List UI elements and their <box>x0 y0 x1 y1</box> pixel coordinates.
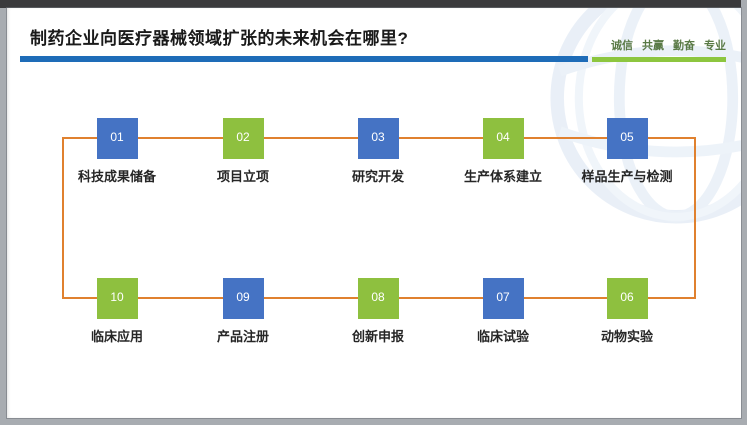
step-number: 06 <box>620 290 634 304</box>
step-number: 05 <box>620 130 634 144</box>
step-number-box: 08 <box>357 278 399 319</box>
step-label: 研究开发 <box>351 169 404 184</box>
step-number: 07 <box>496 290 510 304</box>
step-label: 项目立项 <box>216 169 269 184</box>
flow-step-05: 05 样品生产与检测 <box>557 118 697 185</box>
flow-step-10: 10 临床应用 <box>47 278 187 345</box>
company-motto: 诚信 共赢 勤奋 专业 <box>611 37 726 53</box>
motto-word: 专业 <box>704 40 726 52</box>
step-number-box: 04 <box>482 118 524 159</box>
flow-step-02: 02 项目立项 <box>173 118 313 185</box>
flow-step-07: 07 临床试验 <box>433 278 573 345</box>
flow-step-06: 06 动物实验 <box>557 278 697 345</box>
step-number: 09 <box>236 290 250 304</box>
motto-word: 诚信 <box>611 40 633 52</box>
step-number-box: 01 <box>96 118 138 159</box>
flow-step-09: 09 产品注册 <box>173 278 313 345</box>
motto-word: 勤奋 <box>673 40 695 52</box>
step-number: 01 <box>110 130 124 144</box>
step-number-box: 09 <box>222 278 264 319</box>
step-label: 生产体系建立 <box>463 169 542 184</box>
flow-step-04: 04 生产体系建立 <box>433 118 573 185</box>
flow-step-03: 03 研究开发 <box>308 118 448 185</box>
step-number: 08 <box>371 290 385 304</box>
window-top-bar <box>0 0 741 8</box>
step-number-box: 06 <box>606 278 648 319</box>
motto-underline <box>592 57 726 62</box>
step-label: 动物实验 <box>600 329 653 344</box>
motto-word: 共赢 <box>642 40 664 52</box>
step-label: 临床应用 <box>90 329 143 344</box>
step-number-box: 02 <box>222 118 264 159</box>
step-number: 10 <box>110 290 124 304</box>
flow-step-08: 08 创新申报 <box>308 278 448 345</box>
flow-step-01: 01 科技成果储备 <box>47 118 187 185</box>
slide: 制药企业向医疗器械领域扩张的未来机会在哪里? 诚信 共赢 勤奋 专业 01 科技… <box>7 8 741 418</box>
page-title: 制药企业向医疗器械领域扩张的未来机会在哪里? <box>30 29 409 48</box>
step-number-box: 10 <box>96 278 138 319</box>
step-number: 04 <box>496 130 510 144</box>
step-number-box: 07 <box>482 278 524 319</box>
step-label: 产品注册 <box>216 329 269 344</box>
step-label: 创新申报 <box>351 329 404 344</box>
step-number: 02 <box>236 130 250 144</box>
step-number: 03 <box>371 130 385 144</box>
title-underline <box>20 56 588 62</box>
step-label: 临床试验 <box>476 329 529 344</box>
step-number-box: 03 <box>357 118 399 159</box>
step-label: 科技成果储备 <box>77 169 156 184</box>
step-label: 样品生产与检测 <box>581 169 673 184</box>
step-number-box: 05 <box>606 118 648 159</box>
